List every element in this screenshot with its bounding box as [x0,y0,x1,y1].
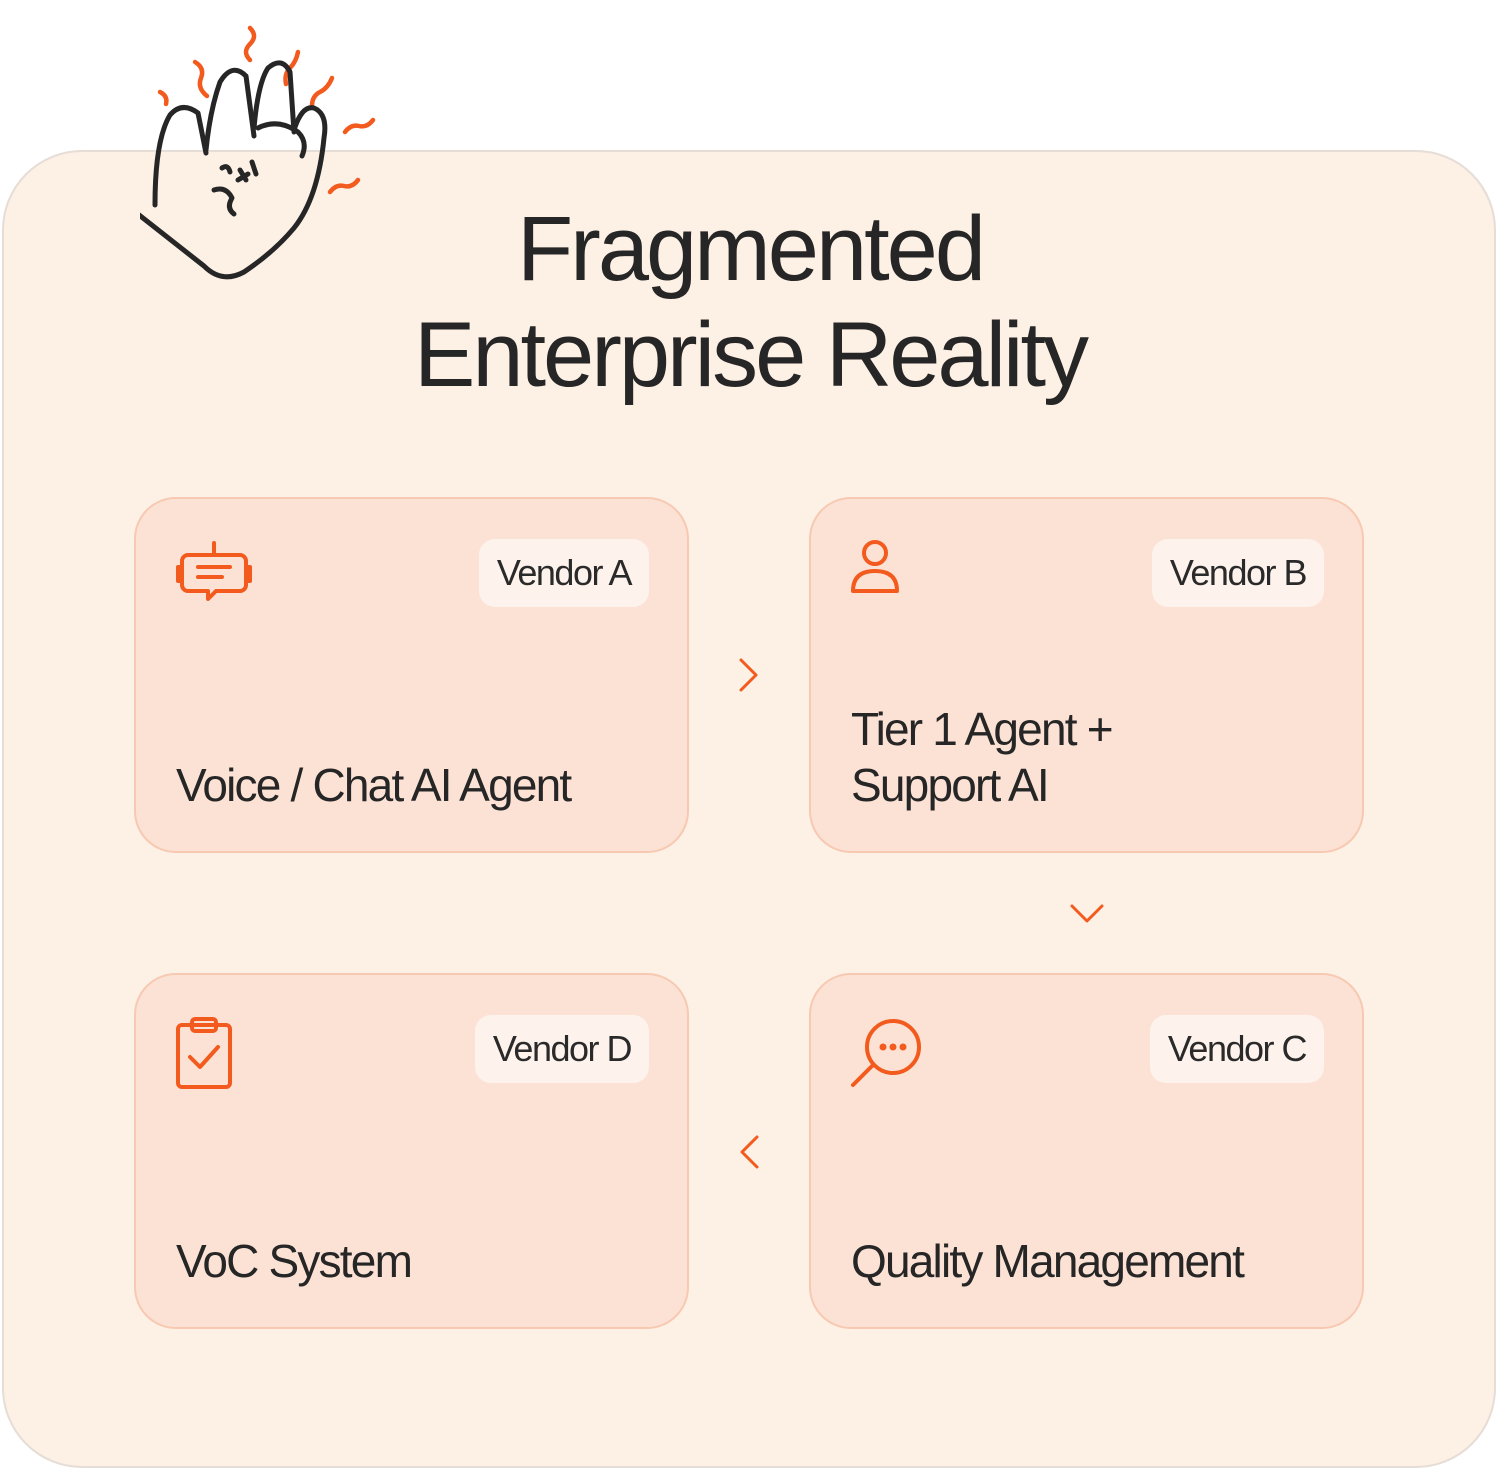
chatbot-icon [176,541,252,601]
card-label: Quality Management [851,1235,1245,1287]
card-label-line-1: Tier 1 Agent + [851,703,1114,755]
title-line-2: Enterprise Reality [413,304,1089,406]
vendor-badge: Vendor B [1151,539,1324,607]
card-vendor-b: Vendor B Tier 1 Agent + Support AI [809,497,1364,853]
user-icon [851,540,899,593]
search-chat-icon [851,1019,921,1087]
clipboard-check-icon [176,1017,232,1089]
card-label: Tier 1 Agent + Support AI [851,701,1331,813]
card-label: Voice / Chat AI Agent [176,759,572,811]
card-label: VoC System [176,1235,413,1287]
vendor-badge: Vendor D [474,1015,649,1083]
frustrated-hand-icon [140,25,376,280]
title-line-1: Fragmented [516,198,986,300]
card-vendor-d: Vendor D VoC System [134,973,689,1329]
card-label-line-2: Support AI [851,759,1050,811]
vendor-badge: Vendor C [1149,1015,1324,1083]
card-vendor-a: Vendor A Voice / Chat AI Agent [134,497,689,853]
page-title: Fragmented Enterprise Reality [0,196,1500,408]
vendor-badge: Vendor A [478,539,649,607]
card-vendor-c: Vendor C Quality Management [809,973,1364,1329]
